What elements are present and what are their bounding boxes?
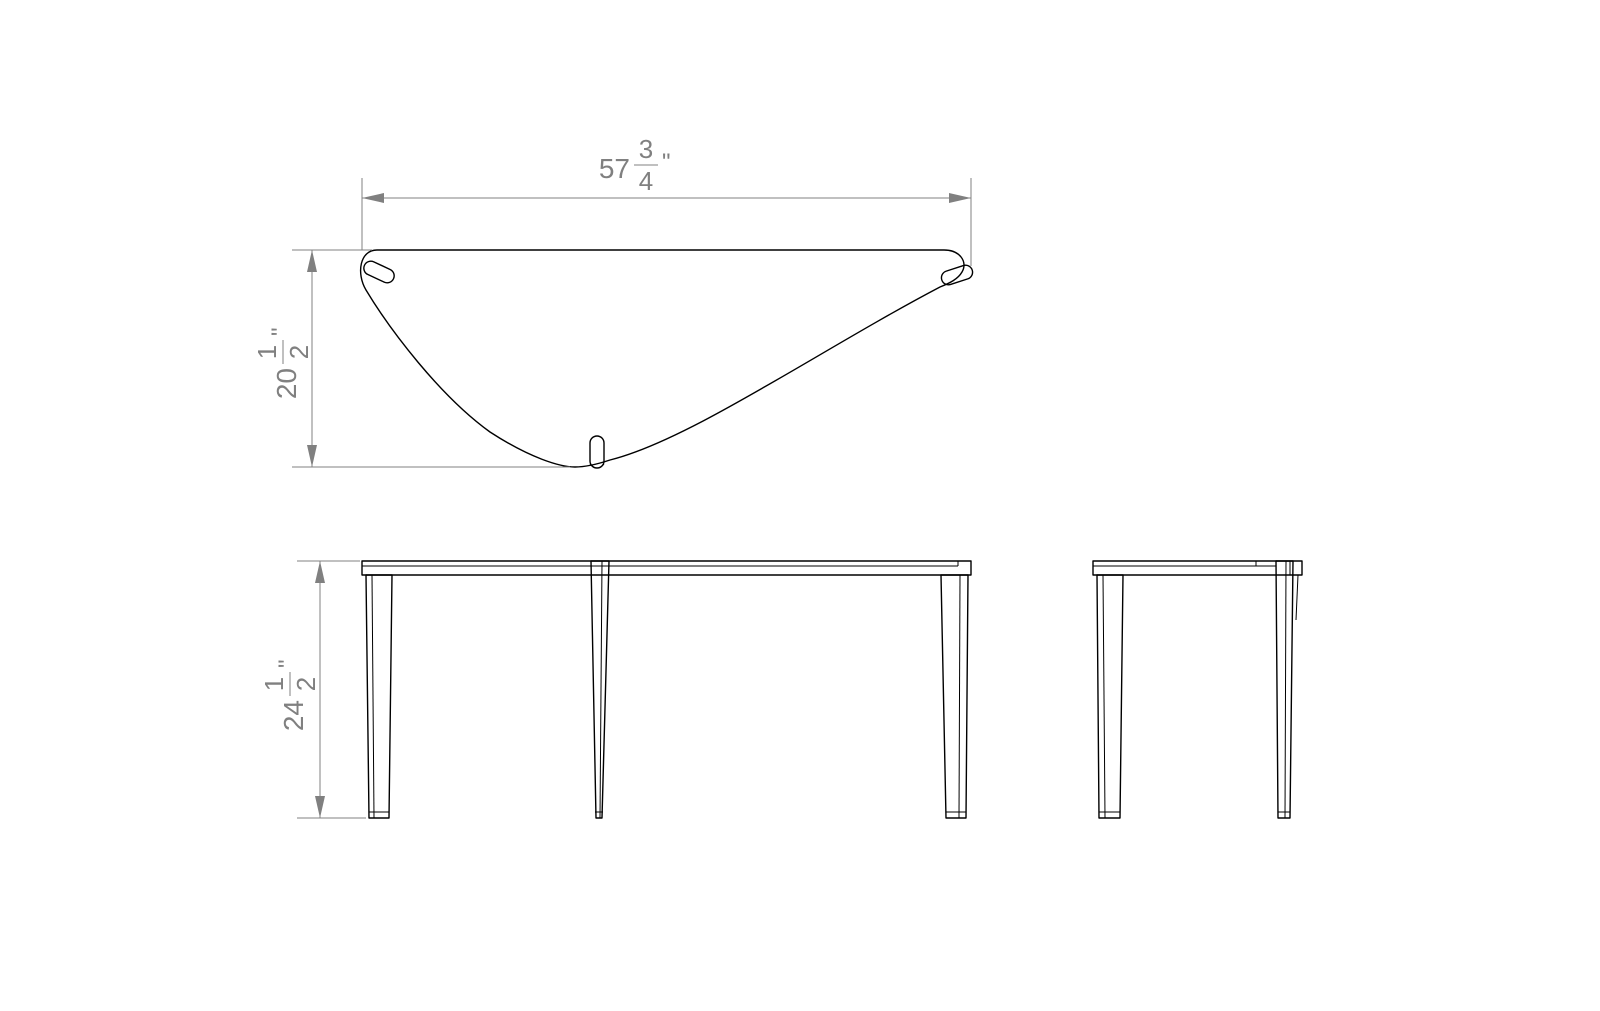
- width-unit: ": [662, 149, 671, 176]
- width-whole: 57: [599, 153, 630, 184]
- height-dimension: 24 1 2 ": [259, 560, 366, 819]
- front-view: [361, 560, 972, 819]
- side-leg-right: [1275, 560, 1302, 819]
- depth-unit: ": [267, 327, 294, 336]
- top-view: [359, 249, 974, 469]
- depth-dimension: 20 1 2 ": [252, 249, 570, 468]
- width-numerator: 3: [639, 134, 653, 164]
- side-tabletop: [1092, 560, 1303, 576]
- height-unit: ": [274, 659, 301, 668]
- front-leg-right: [940, 574, 969, 819]
- depth-numerator: 1: [252, 345, 282, 359]
- front-leg-middle: [590, 560, 610, 819]
- tabletop-outline: [359, 249, 965, 468]
- width-denominator: 4: [639, 166, 653, 196]
- height-numerator: 1: [259, 677, 289, 691]
- leg-slot-right: [940, 264, 974, 286]
- height-whole: 24: [278, 700, 309, 731]
- width-dimension: 57 3 4 ": [361, 134, 972, 266]
- depth-denominator: 2: [284, 345, 314, 359]
- depth-whole: 20: [271, 368, 302, 399]
- front-leg-left: [365, 574, 393, 819]
- side-leg-left: [1096, 574, 1124, 819]
- side-view: [1092, 560, 1303, 819]
- height-denominator: 2: [291, 677, 321, 691]
- leg-slot-bottom: [589, 435, 605, 469]
- leg-slot-left: [363, 260, 395, 284]
- front-tabletop: [361, 560, 972, 576]
